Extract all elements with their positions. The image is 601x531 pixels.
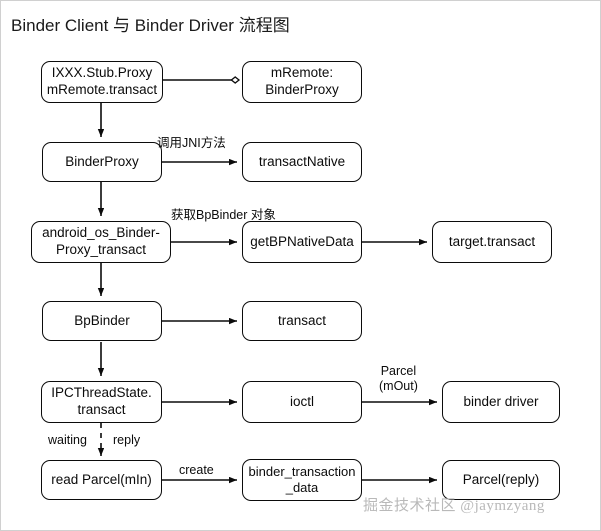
node-transactnative[interactable]: transactNative [242,142,362,182]
node-mremote-line2: BinderProxy [265,82,339,97]
edge-label-jni: 调用JNI方法 [157,136,226,150]
node-ioctl-label: ioctl [289,393,314,409]
node-stub-proxy-line2: mRemote.transact [46,82,158,97]
edge-label-waiting: waiting [48,433,87,447]
node-binder-driver[interactable]: binder driver [442,381,560,423]
node-stub-proxy-line1: IXXX.Stub.Proxy [51,65,153,81]
node-binderproxy[interactable]: BinderProxy [42,142,162,182]
node-ipcthreadstate-line1: IPCThreadState. [51,385,152,401]
node-binder-driver-label: binder driver [463,393,539,409]
node-ipcthreadstate-transact[interactable]: IPCThreadState. transact [41,381,162,423]
node-bt-data-line1: binder_transaction [248,463,356,479]
node-bt-data-line2: _data [285,480,319,495]
node-stub-proxy[interactable]: IXXX.Stub.Proxy mRemote.transact [41,61,163,103]
node-mremote-binderproxy[interactable]: mRemote: BinderProxy [242,61,362,103]
node-mremote-line1: mRemote: [270,65,334,81]
edge-label-parcel-mout-line1: Parcel [380,364,417,378]
node-ipcthreadstate-line2: transact [77,402,126,417]
node-android-os-line1: android_os_Binder- [42,225,160,241]
node-parcel-reply[interactable]: Parcel(reply) [442,460,560,500]
node-getbpnativedata-label: getBPNativeData [250,233,354,249]
node-target-transact-label: target.transact [448,233,536,249]
node-binder-transaction-data[interactable]: binder_transaction _data [242,459,362,501]
node-ioctl[interactable]: ioctl [242,381,362,423]
node-read-parcel-min[interactable]: read Parcel(mIn) [41,460,162,500]
edge-label-create: create [179,463,214,477]
node-transactnative-label: transactNative [258,153,346,169]
edge-label-get-bpbinder: 获取BpBinder 对象 [171,208,276,222]
watermark: 掘金技术社区 @jaymzyang [363,498,545,514]
node-bpbinder-label: BpBinder [74,312,130,328]
node-transact-label: transact [277,312,327,328]
node-android-os-binderproxy-transact[interactable]: android_os_Binder- Proxy_transact [31,221,171,263]
edge-label-parcel-mout-line2: (mOut) [379,379,418,393]
node-transact[interactable]: transact [242,301,362,341]
page-title: Binder Client 与 Binder Driver 流程图 [11,16,290,35]
node-android-os-line2: Proxy_transact [55,242,147,257]
node-target-transact[interactable]: target.transact [432,221,552,263]
edge-label-reply: reply [113,433,141,447]
node-getbpnativedata[interactable]: getBPNativeData [242,221,362,263]
aggregation-diamond-icon [230,76,241,84]
node-binderproxy-label: BinderProxy [65,153,139,169]
node-read-parcel-label: read Parcel(mIn) [51,471,152,487]
node-parcel-reply-label: Parcel(reply) [462,471,540,487]
edge-label-parcel-mout: Parcel (mOut) [379,364,418,394]
node-bpbinder[interactable]: BpBinder [42,301,162,341]
